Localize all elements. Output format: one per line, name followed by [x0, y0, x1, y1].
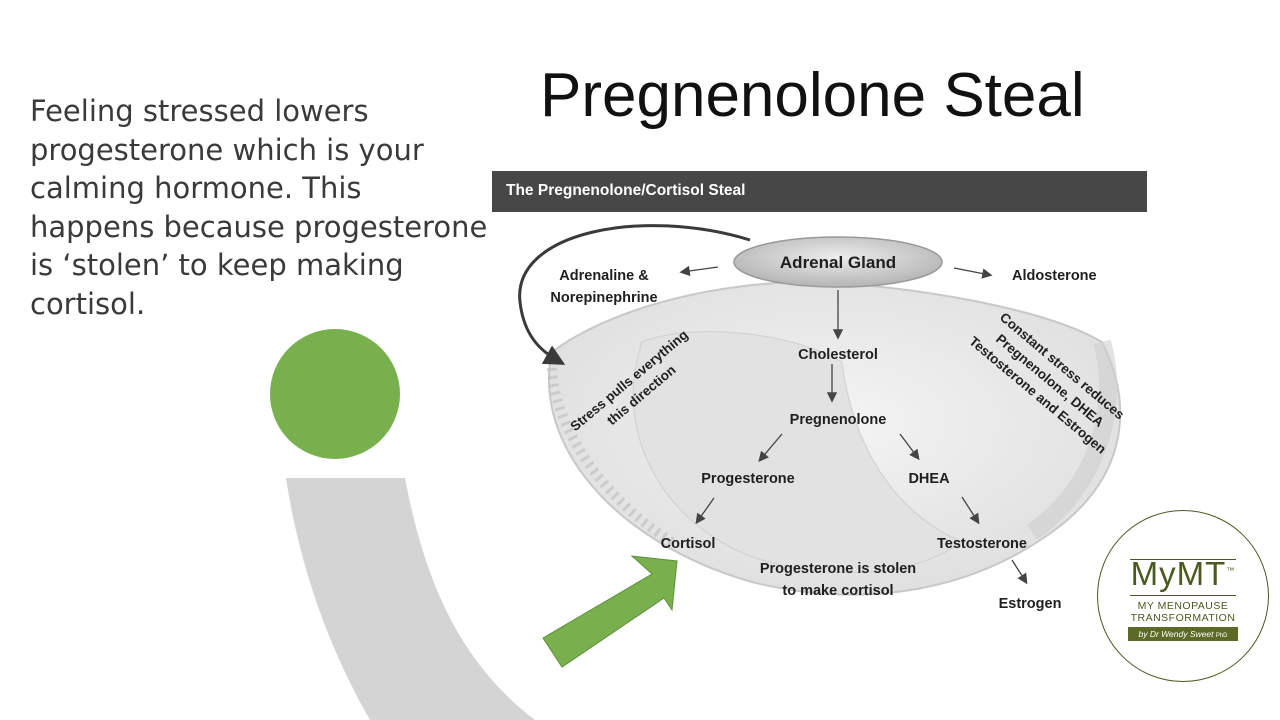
dhea-label: DHEA	[908, 471, 950, 487]
estrogen-label: Estrogen	[999, 596, 1062, 612]
stolen-note-line2: to make cortisol	[782, 583, 893, 599]
logo-rule-bottom	[1130, 595, 1236, 596]
adrenal-diagram: Adrenal Gland Adrenaline & Norepinephrin…	[518, 224, 1127, 612]
logo-byline-text: by Dr Wendy Sweet	[1138, 629, 1214, 639]
logo-byline: by Dr Wendy Sweet PhD	[1128, 627, 1238, 641]
logo-name-text: MyMT	[1130, 555, 1227, 592]
adrenal-gland-oval	[733, 236, 943, 288]
body-text-line: progesterone which is your	[30, 132, 424, 167]
logo-credential: PhD	[1215, 633, 1228, 639]
gray-arc	[286, 478, 535, 720]
diagram-banner-label: The Pregnenolone/Cortisol Steal	[506, 182, 746, 199]
cholesterol-label: Cholesterol	[798, 347, 878, 363]
gland-body	[546, 280, 1122, 596]
body-text-line: calming hormone. This	[30, 171, 362, 205]
slide-title: Pregnenolone Steal	[540, 61, 1085, 130]
logo-rule-top	[1130, 559, 1236, 560]
body-text-line: Feeling stressed lowers	[30, 94, 369, 128]
stolen-note-line1: Progesterone is stolen	[760, 561, 916, 577]
mymt-logo: MyMT™ MY MENOPAUSE TRANSFORMATION by Dr …	[1097, 510, 1269, 682]
green-arrow	[542, 555, 678, 668]
pregnenolone-label: Pregnenolone	[790, 412, 887, 428]
progesterone-label: Progesterone	[701, 471, 794, 487]
aldosterone-label: Aldosterone	[1012, 268, 1097, 284]
adrenal-gland-label: Adrenal Gland	[780, 253, 896, 272]
logo-line2: TRANSFORMATION	[1130, 612, 1236, 624]
body-text: Feeling stressed lowers progesterone whi…	[30, 92, 500, 323]
body-text-line: cortisol.	[30, 286, 146, 321]
diagram-banner: The Pregnenolone/Cortisol Steal	[492, 171, 1147, 212]
pathway-arrows	[518, 224, 1028, 585]
body-text-line: happens because progesterone	[30, 209, 488, 244]
testosterone-label: Testosterone	[937, 536, 1027, 552]
logo-trademark: ™	[1226, 566, 1236, 575]
body-text-line: is ‘stolen’ to keep making	[30, 248, 404, 282]
logo-name: MyMT™	[1098, 555, 1268, 593]
logo-line1: MY MENOPAUSE	[1137, 600, 1229, 612]
adrenaline-label: Adrenaline &	[559, 268, 649, 284]
green-circle	[270, 329, 400, 459]
cortisol-label: Cortisol	[661, 536, 716, 552]
norepinephrine-label: Norepinephrine	[550, 290, 657, 306]
